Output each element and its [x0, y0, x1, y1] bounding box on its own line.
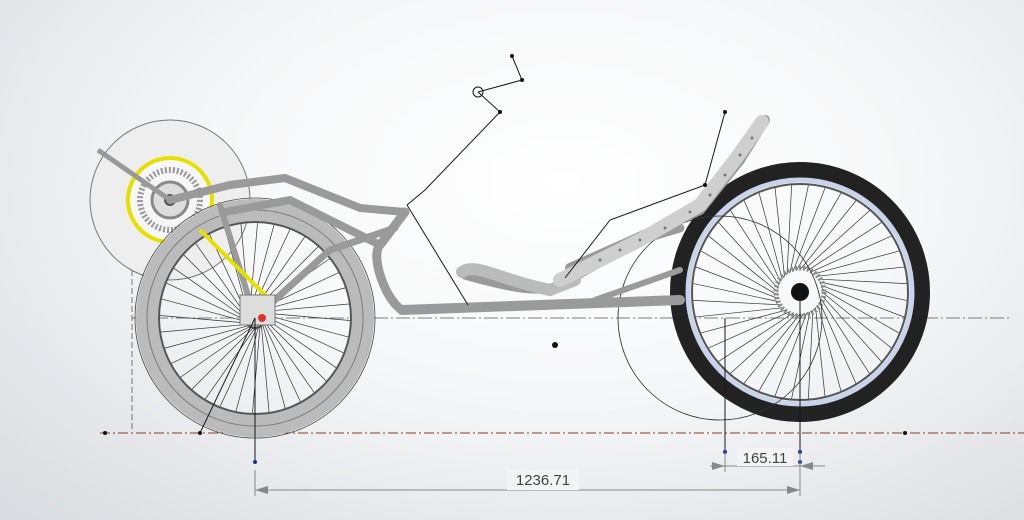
spoke — [743, 200, 781, 283]
wheelbase-dimension[interactable]: 1236.71 — [254, 470, 801, 496]
spoke — [718, 312, 794, 362]
spoke — [160, 315, 247, 324]
spoke — [166, 282, 246, 321]
spoke — [817, 278, 907, 284]
spoke — [262, 324, 286, 409]
seat-holes — [598, 136, 754, 262]
spoke — [261, 325, 270, 412]
spoke — [700, 250, 779, 296]
spoke — [263, 322, 301, 402]
spoke — [730, 210, 780, 286]
spoke — [219, 327, 258, 407]
spoke — [171, 326, 251, 364]
spoke — [758, 193, 783, 280]
spoke — [820, 284, 905, 318]
spoke — [815, 266, 905, 277]
spoke — [708, 235, 779, 293]
spoke — [695, 266, 780, 300]
spoke — [796, 192, 842, 271]
spoke — [819, 281, 907, 301]
spoke — [701, 309, 788, 334]
spoke — [264, 314, 349, 338]
spoke — [803, 210, 870, 271]
spoke — [791, 311, 811, 399]
spoke — [693, 300, 783, 306]
wheelbase-dimension-value: 1236.71 — [516, 472, 570, 489]
spoke — [718, 222, 779, 289]
seat-pan — [456, 263, 581, 297]
spoke — [183, 254, 246, 317]
rear-wheel-spokes — [693, 185, 907, 399]
spoke — [173, 268, 246, 319]
spoke — [263, 312, 350, 321]
offset-dimension-value: 165.11 — [743, 450, 788, 467]
spoke — [695, 307, 785, 318]
dropout-plate — [239, 294, 276, 326]
spoke — [774, 312, 808, 397]
spoke — [806, 222, 882, 272]
spoke — [708, 311, 791, 349]
spoke — [815, 307, 826, 397]
spoke — [161, 324, 248, 333]
spoke — [821, 288, 900, 334]
spoke — [262, 303, 349, 312]
spoke — [819, 301, 857, 384]
rear-wheel — [617, 162, 930, 422]
spoke — [164, 325, 249, 349]
spoke — [758, 313, 804, 392]
spoke — [743, 313, 801, 384]
spoke — [808, 309, 814, 399]
spoke — [264, 319, 327, 382]
spoke — [812, 250, 899, 275]
seat-back — [553, 115, 769, 287]
spoke — [191, 327, 254, 390]
spoke — [161, 298, 246, 322]
spoke — [264, 317, 337, 368]
spoke — [693, 283, 781, 303]
spoke — [786, 185, 792, 275]
spoke — [264, 315, 344, 354]
offset-dimension[interactable]: 165.11 — [710, 448, 825, 472]
spoke — [820, 298, 870, 374]
spoke — [774, 187, 785, 277]
spoke — [730, 313, 797, 374]
spoke — [252, 326, 261, 413]
spoke — [799, 200, 857, 271]
spoke — [821, 295, 882, 362]
sketch-points — [253, 54, 802, 464]
spoke — [789, 185, 809, 273]
sketch-lines — [199, 55, 801, 462]
spoke — [180, 327, 252, 378]
spoke — [821, 291, 892, 349]
spoke — [195, 243, 246, 315]
spoke — [264, 321, 315, 393]
spoke — [792, 187, 826, 272]
chain-line — [198, 228, 272, 302]
spoke — [205, 327, 256, 400]
spoke — [809, 235, 892, 273]
